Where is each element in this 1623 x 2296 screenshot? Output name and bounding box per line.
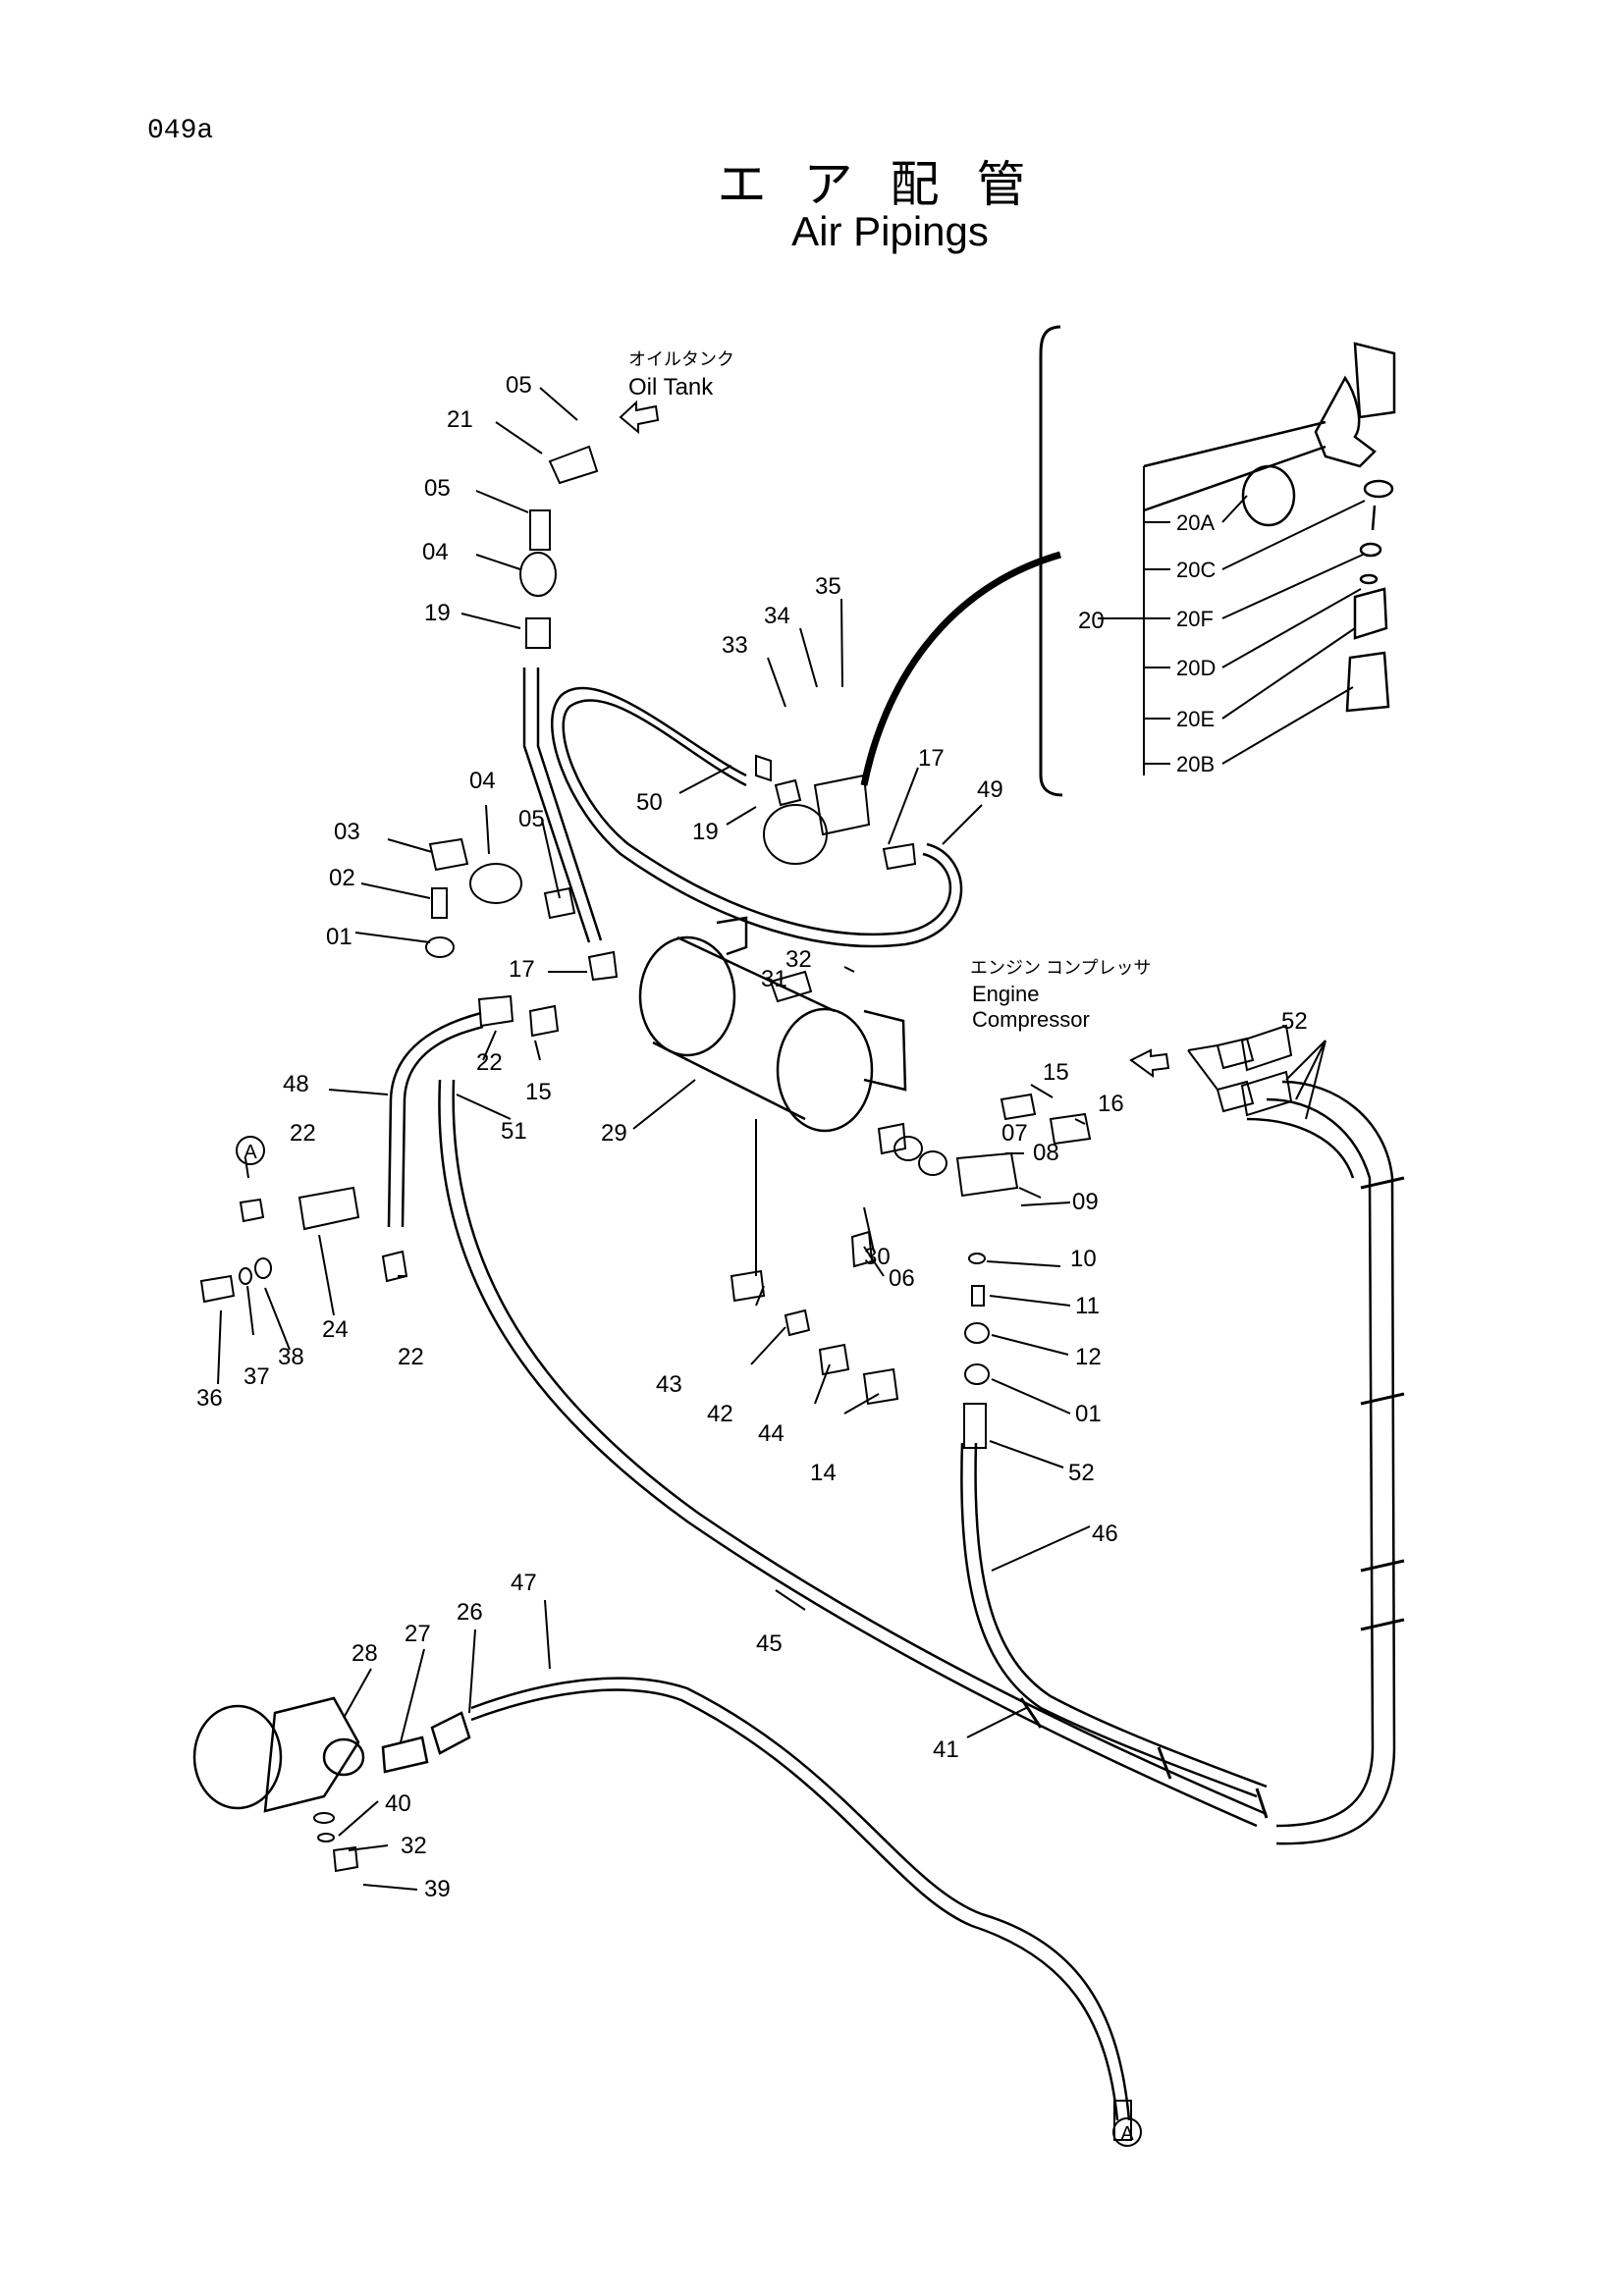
part-label: 46 xyxy=(1092,1521,1118,1547)
part-label: 27 xyxy=(405,1621,431,1647)
part-label: 32 xyxy=(401,1833,427,1859)
hose-46 xyxy=(960,1442,1268,1798)
part-label: 01 xyxy=(326,924,352,950)
part-label: 32 xyxy=(785,946,812,973)
part-label: 17 xyxy=(509,956,535,983)
part-label: 44 xyxy=(758,1420,784,1447)
oil-tank-en-label: Oil Tank xyxy=(628,374,714,400)
part-label: 11 xyxy=(1075,1293,1100,1319)
title-japanese: エア配管 xyxy=(717,156,1063,213)
part-label: 52 xyxy=(1281,1008,1308,1035)
part-label: 16 xyxy=(1098,1091,1124,1117)
part-label: 14 xyxy=(810,1460,837,1486)
part-label: 20C xyxy=(1176,558,1216,582)
engine-compressor-en-label-1: Engine xyxy=(972,982,1040,1006)
hose-47 xyxy=(470,1677,1132,2141)
part-label: 49 xyxy=(977,776,1003,803)
part-label: 04 xyxy=(422,539,449,565)
part-label: 36 xyxy=(196,1385,223,1412)
part-label: 43 xyxy=(656,1371,682,1398)
leader-lines xyxy=(217,387,1366,1891)
part-label: 15 xyxy=(525,1079,552,1105)
fittings xyxy=(199,445,1293,1873)
engine-compressor-jp-label: エンジン コンプレッサ xyxy=(970,958,1151,978)
part-label: 52 xyxy=(1068,1460,1095,1486)
ref-marker-a-bottom: A xyxy=(1112,2117,1142,2147)
part-label: 22 xyxy=(290,1120,316,1147)
part-label: 17 xyxy=(918,745,945,772)
pipe-19-vertical xyxy=(522,667,603,943)
regulator-20-group xyxy=(1039,325,1396,797)
part-label: 20E xyxy=(1176,707,1215,731)
part-label: 06 xyxy=(889,1265,915,1292)
engine-compressor-en-label-2: Compressor xyxy=(972,1007,1090,1032)
part-label: 37 xyxy=(243,1363,270,1390)
part-label: 39 xyxy=(424,1876,451,1902)
hose-compressor-loop xyxy=(1246,1080,1396,1845)
part-label: 38 xyxy=(278,1344,304,1370)
part-label: 20A xyxy=(1176,510,1215,535)
part-label: 29 xyxy=(601,1120,627,1147)
part-label: 33 xyxy=(722,632,748,659)
part-label: 19 xyxy=(692,819,719,845)
title-english: Air Pipings xyxy=(791,208,989,254)
part-label: 01 xyxy=(1075,1401,1102,1427)
pipe-50-loop xyxy=(551,686,963,948)
part-label: 30 xyxy=(864,1244,891,1270)
part-label: 05 xyxy=(424,475,451,502)
part-label: 04 xyxy=(469,768,496,794)
part-label: 22 xyxy=(476,1049,503,1076)
compressor-arrow-icon xyxy=(1129,1048,1170,1078)
part-label: 51 xyxy=(501,1118,527,1145)
part-label: 15 xyxy=(1043,1059,1069,1086)
part-label: 31 xyxy=(761,966,787,992)
hose-48 xyxy=(387,1011,484,1228)
ref-marker-a-left: A xyxy=(236,1136,265,1165)
oil-tank-arrow-icon xyxy=(619,400,660,435)
pipe-regulator-link xyxy=(860,551,1061,786)
part-label: 34 xyxy=(764,603,790,629)
hose-clamps xyxy=(1019,1176,1405,1819)
air-tank-29 xyxy=(638,916,907,1133)
part-label: 22 xyxy=(398,1344,424,1370)
part-label: 19 xyxy=(424,600,451,626)
part-label: 02 xyxy=(329,865,355,891)
part-label: 42 xyxy=(707,1401,733,1427)
part-label: 05 xyxy=(518,806,545,832)
part-label: 45 xyxy=(756,1630,783,1657)
part-label: 12 xyxy=(1075,1344,1102,1370)
page-code: 049a xyxy=(147,116,214,146)
part-label: 03 xyxy=(334,819,360,845)
ref-a-bottom-text: A xyxy=(1120,2123,1134,2145)
part-label: 47 xyxy=(511,1570,537,1596)
part-label: 28 xyxy=(352,1640,378,1667)
part-label: 41 xyxy=(933,1736,959,1763)
part-label: 09 xyxy=(1072,1189,1099,1215)
part-label: 26 xyxy=(457,1599,483,1626)
part-label: 08 xyxy=(1033,1140,1059,1166)
part-label: 24 xyxy=(322,1316,349,1343)
air-valve-28 xyxy=(192,1696,471,1813)
part-label: 05 xyxy=(506,372,532,399)
part-label: 20 xyxy=(1078,608,1105,634)
part-label: 48 xyxy=(283,1071,309,1097)
hose-45 xyxy=(438,1079,1268,1828)
part-label: 20D xyxy=(1176,656,1216,680)
part-label: 20B xyxy=(1176,752,1215,776)
part-label: 20F xyxy=(1176,607,1214,631)
part-label: 40 xyxy=(385,1790,411,1817)
part-label: 10 xyxy=(1070,1246,1097,1272)
ref-a-left-text: A xyxy=(243,1142,257,1163)
part-label: 50 xyxy=(636,789,663,816)
part-label: 21 xyxy=(447,406,473,433)
part-label: 35 xyxy=(815,573,841,600)
part-label: 07 xyxy=(1001,1120,1028,1147)
oil-tank-jp-label: オイルタンク xyxy=(628,349,734,369)
